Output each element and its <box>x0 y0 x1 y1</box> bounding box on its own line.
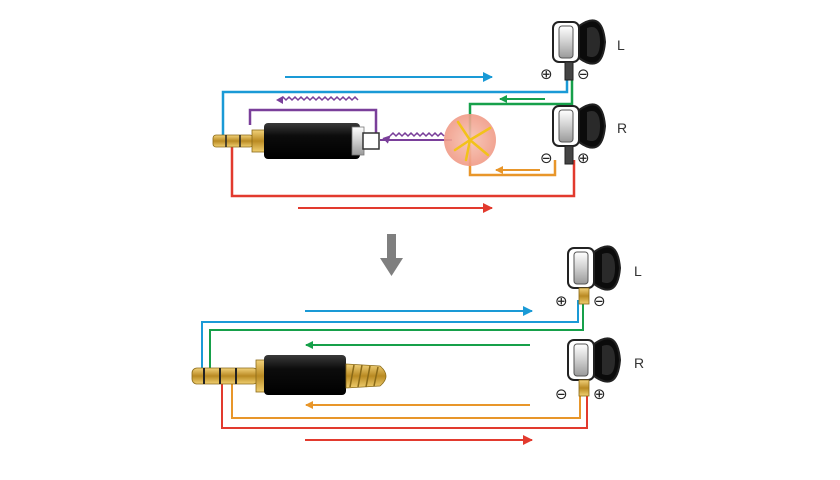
top-noise-squiggle-1 <box>382 131 445 144</box>
top-noise-squiggle-2 <box>279 95 359 102</box>
top-blue-wire <box>221 78 569 140</box>
bottom-right-plus-icon: ⊕ <box>593 385 606 403</box>
top-purple-loop <box>248 108 378 142</box>
top-left-plus-icon: ⊕ <box>540 65 553 83</box>
bottom-orange-wire <box>231 382 581 419</box>
bottom-left-earbud <box>567 245 621 305</box>
bottom-red-wire <box>221 382 588 429</box>
top-diagram: L R ⊕ ⊖ ⊖ ⊕ <box>212 19 627 213</box>
bottom-diagram: L R ⊕ ⊖ ⊖ ⊕ <box>191 245 644 445</box>
bottom-left-minus-icon: ⊖ <box>593 292 606 310</box>
top-right-earbud <box>552 103 606 165</box>
top-right-label: R <box>617 120 627 136</box>
top-right-plus-icon: ⊕ <box>577 149 590 167</box>
bottom-plug <box>191 355 387 395</box>
top-noise-arrow-head <box>276 96 283 104</box>
top-left-minus-icon: ⊖ <box>577 65 590 83</box>
bottom-right-earbud <box>567 337 621 397</box>
bottom-green-wire <box>209 300 584 372</box>
bottom-left-label: L <box>634 263 642 279</box>
bottom-blue-wire <box>201 300 579 372</box>
down-arrow-icon <box>380 234 403 276</box>
top-left-earbud <box>552 19 606 81</box>
spark-icon <box>453 120 492 162</box>
top-plug <box>212 123 380 159</box>
bottom-right-label: R <box>634 355 644 371</box>
top-right-minus-icon: ⊖ <box>540 149 553 167</box>
bottom-right-minus-icon: ⊖ <box>555 385 568 403</box>
top-red-wire <box>230 147 576 198</box>
top-left-label: L <box>617 37 625 53</box>
bottom-left-plus-icon: ⊕ <box>555 292 568 310</box>
